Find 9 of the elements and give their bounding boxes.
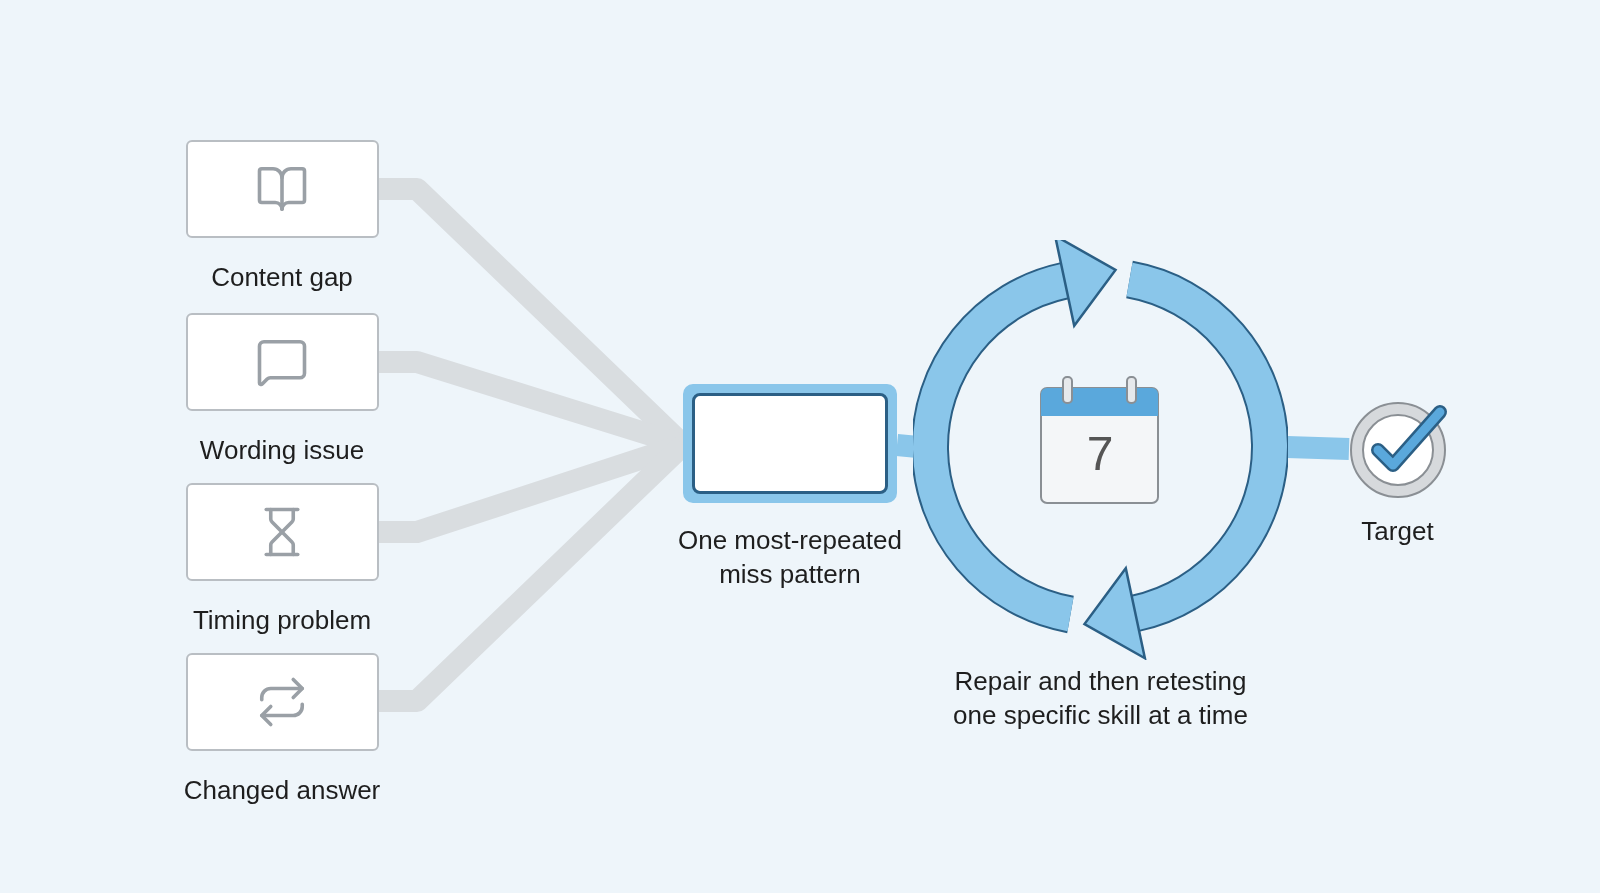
connector (1286, 436, 1350, 460)
calendar-date: 7 (1085, 426, 1115, 482)
category-label: Content gap (211, 261, 353, 294)
category-label: Changed answer (183, 774, 381, 807)
pattern-label: One most-repeated miss pattern (677, 524, 903, 591)
category-label: Timing problem (192, 604, 372, 637)
cycle-label: Repair and then retesting one specific skill at a time (952, 665, 1249, 732)
target-label: Target (1361, 515, 1434, 548)
category-label: Wording issue (199, 434, 365, 467)
